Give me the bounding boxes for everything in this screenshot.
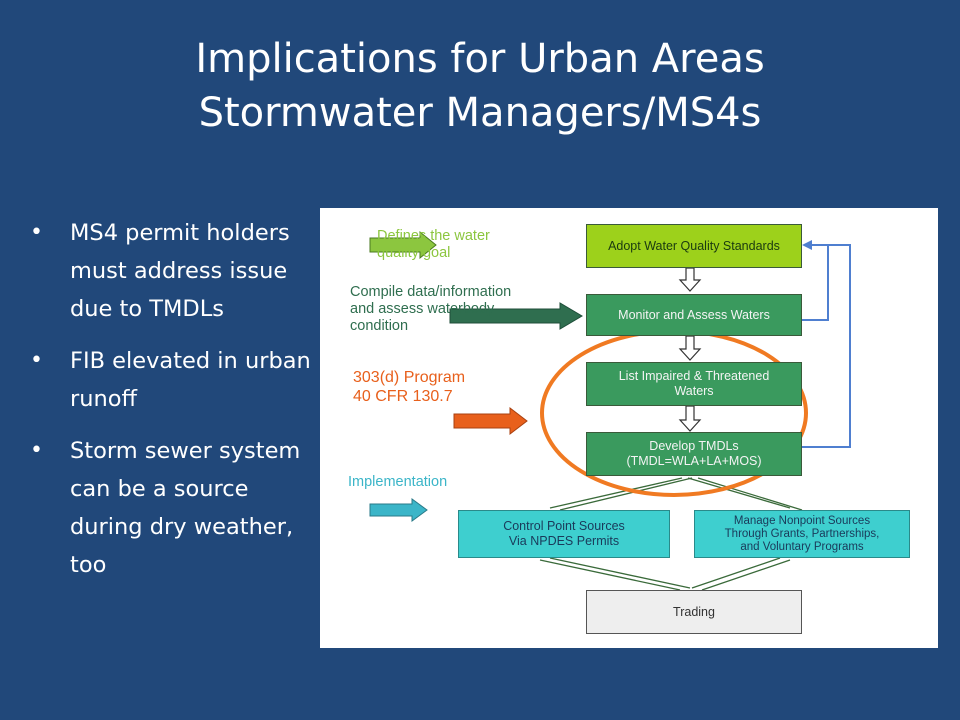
down-arrows [678, 267, 702, 432]
feedback-loop [802, 244, 851, 448]
arrow-compile [449, 302, 583, 330]
feedback-arrowhead [802, 240, 812, 250]
title-line-2: Stormwater Managers/MS4s [198, 90, 762, 136]
note-program: 303(d) Program 40 CFR 130.7 [353, 369, 466, 405]
note-compile: Compile data/information and assess wate… [350, 284, 512, 334]
arrow-defines [369, 230, 437, 260]
slide-title: Implications for Urban Areas Stormwater … [0, 32, 960, 140]
tmdl-process-diagram: Defines the water quality goal Compile d… [320, 208, 938, 648]
develop-tmdls-box: Develop TMDLs (TMDL=WLA+LA+MOS) [586, 432, 802, 476]
trading-box: Trading [586, 590, 802, 634]
list-impaired-box: List Impaired & Threatened Waters [586, 362, 802, 406]
adopt-standards-box: Adopt Water Quality Standards [586, 224, 802, 268]
branch-arrows [539, 477, 803, 591]
bullet-item: Storm sewer system can be a source durin… [30, 432, 315, 584]
diagram-connectors [369, 230, 851, 591]
manage-nonpoint-sources-box: Manage Nonpoint Sources Through Grants, … [694, 510, 910, 558]
note-defines: Defines the water quality goal [377, 228, 490, 261]
bullet-item: MS4 permit holders must address issue du… [30, 214, 315, 328]
arrow-implementation [369, 498, 428, 522]
bullet-item: FIB elevated in urban runoff [30, 342, 315, 418]
title-line-1: Implications for Urban Areas [195, 36, 765, 82]
control-point-sources-box: Control Point Sources Via NPDES Permits [458, 510, 670, 558]
monitor-assess-box: Monitor and Assess Waters [586, 294, 802, 336]
arrow-program [453, 406, 528, 436]
note-implementation: Implementation [348, 474, 448, 490]
bullet-list: MS4 permit holders must address issue du… [30, 214, 315, 598]
